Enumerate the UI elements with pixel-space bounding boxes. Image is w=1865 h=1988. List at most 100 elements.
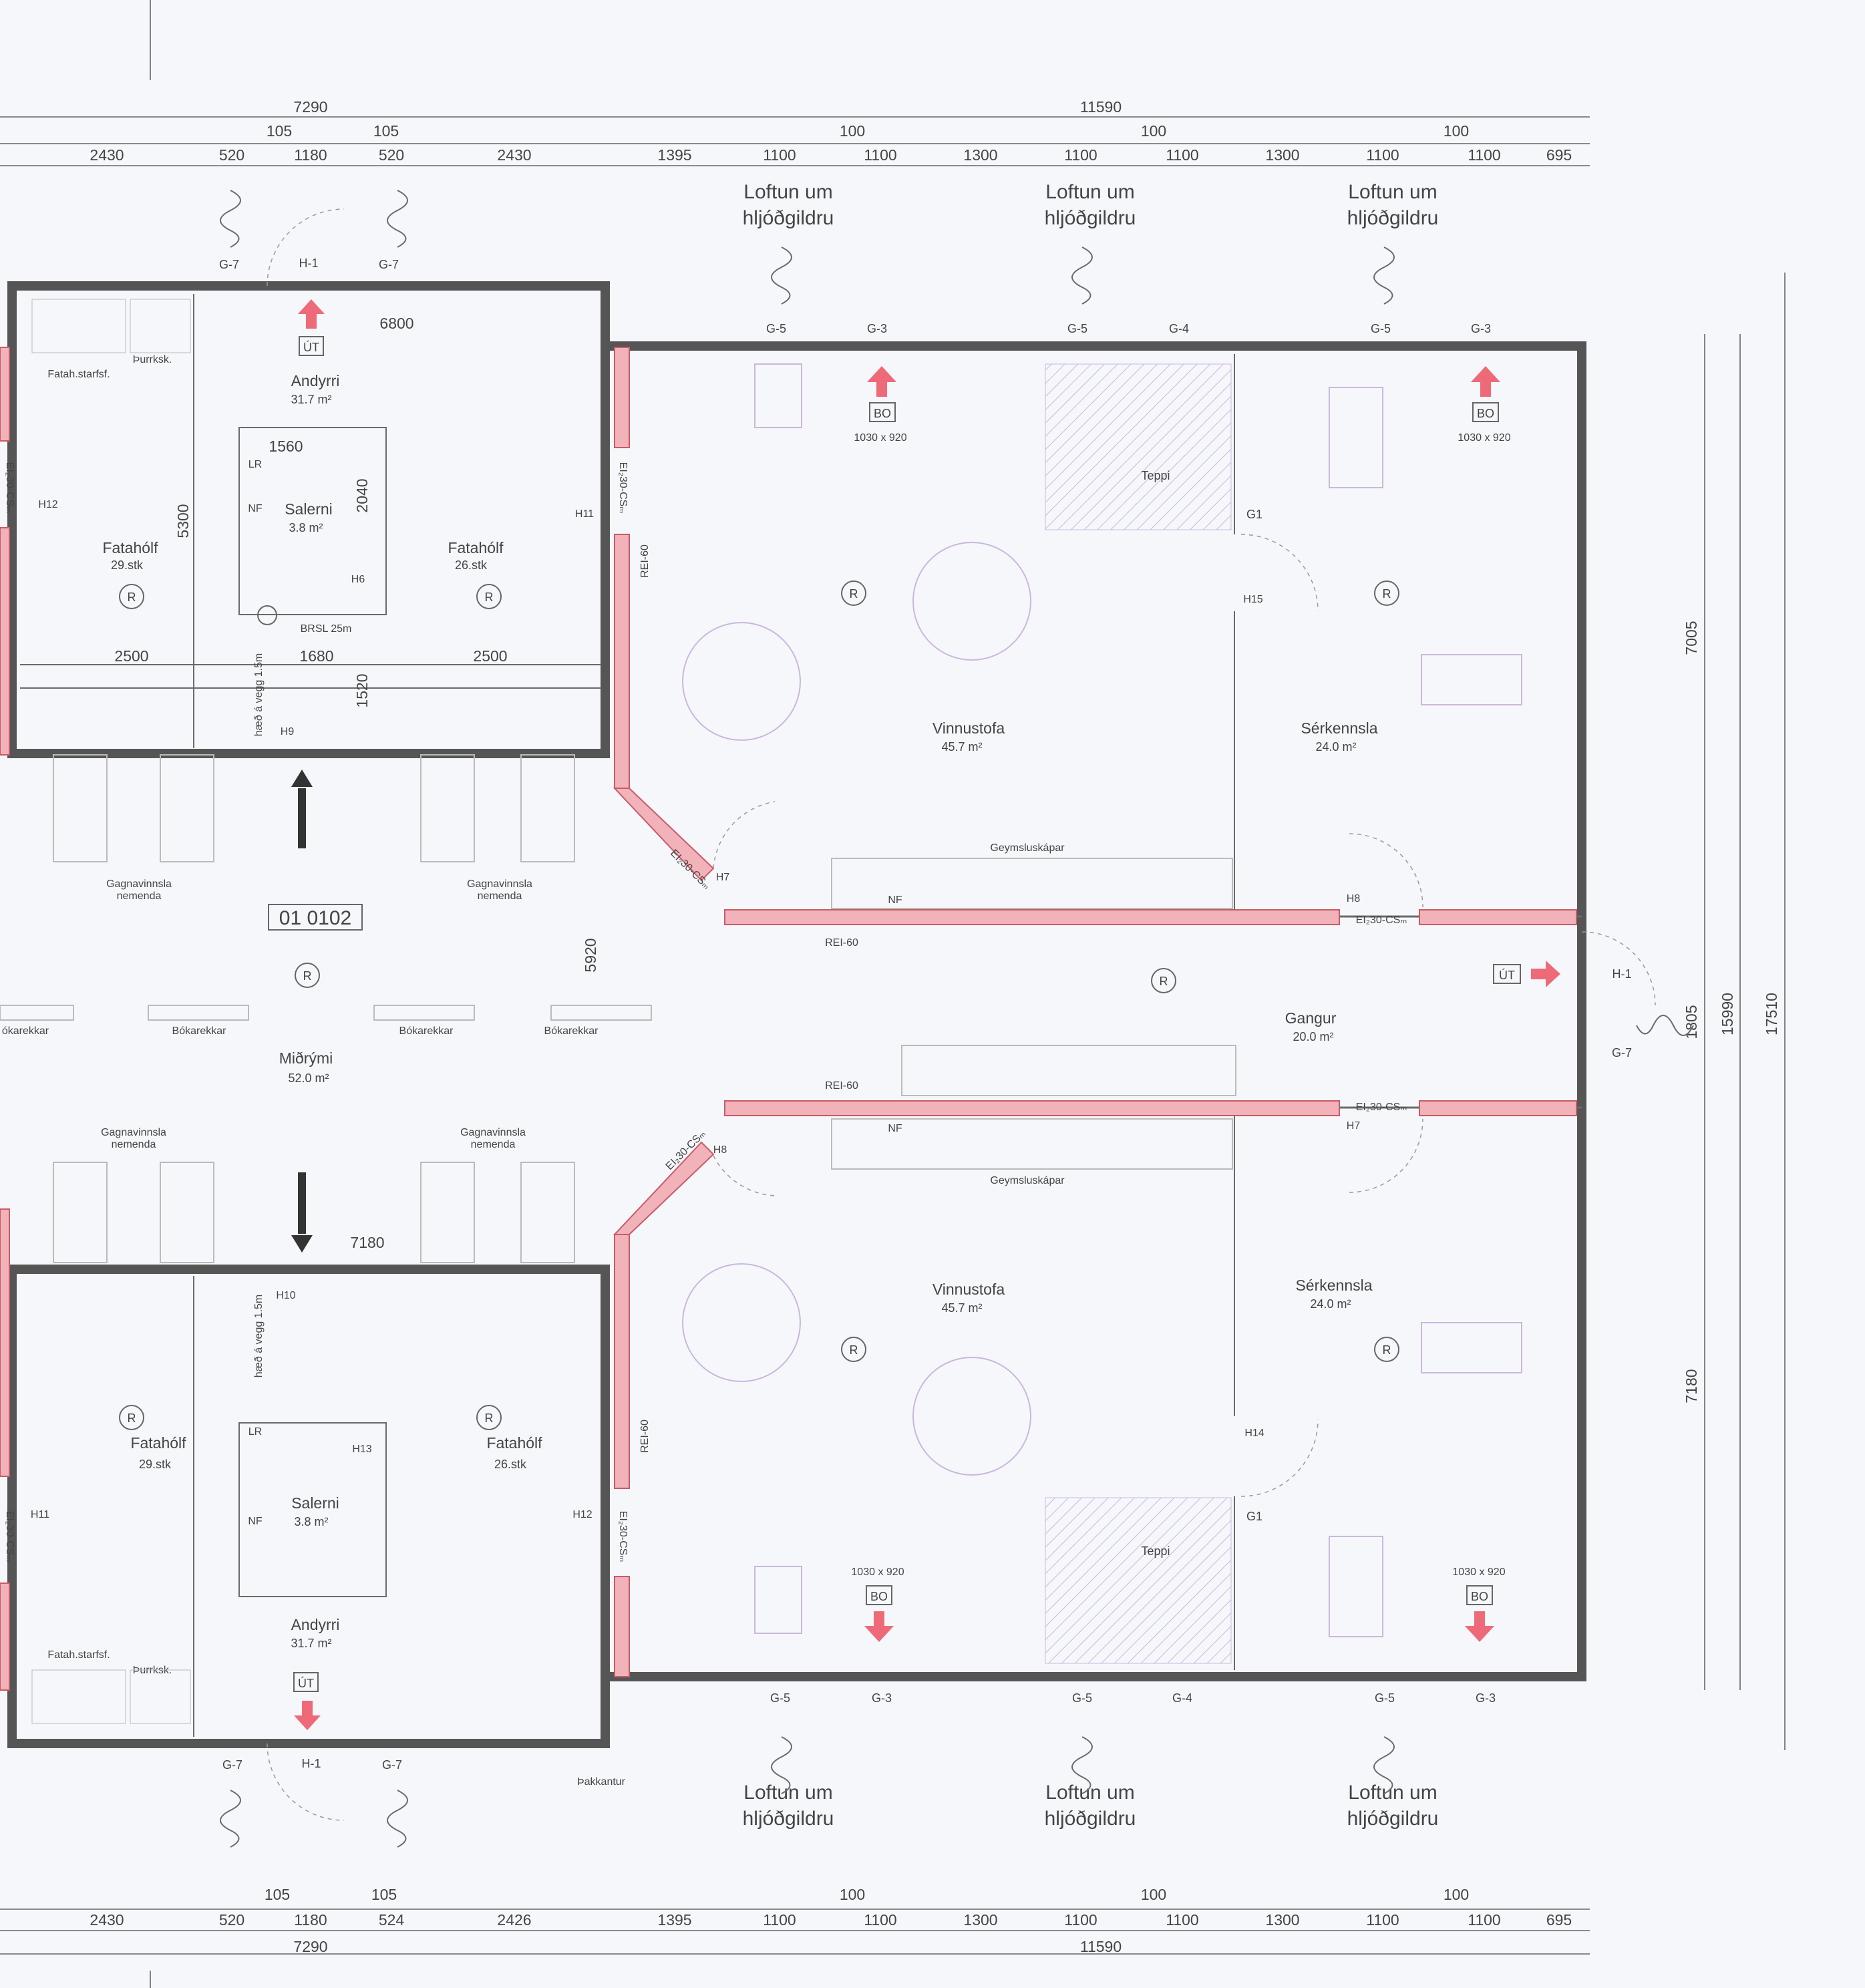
plan-label: G-5 bbox=[770, 1691, 790, 1705]
plan-label: G-7 bbox=[219, 258, 239, 271]
dim-seg: 1100 bbox=[864, 1911, 896, 1929]
dim-seg: 1300 bbox=[1265, 1911, 1299, 1929]
exit-label: ÚT bbox=[303, 340, 319, 354]
dim-right: 17510 bbox=[1763, 993, 1780, 1035]
plan-label: Geymsluskápar bbox=[990, 842, 1065, 854]
plan-label: 1560 bbox=[269, 438, 303, 455]
dim-seg: 1180 bbox=[294, 1911, 327, 1929]
doors bbox=[267, 208, 1656, 1821]
plan-label: LR bbox=[248, 1426, 262, 1438]
dim-seg: 1100 bbox=[1064, 146, 1097, 164]
plan-label: 2040 bbox=[353, 478, 371, 512]
plan-label: EI₂30-CSₘ bbox=[617, 462, 629, 514]
plan-label: 5300 bbox=[174, 504, 192, 538]
plan-label: G1 bbox=[1246, 508, 1262, 521]
fire-walls bbox=[0, 347, 1577, 1691]
room-name: Andyrri bbox=[291, 1616, 340, 1633]
dim-seg: 1100 bbox=[1366, 1911, 1399, 1929]
plan-label: 5920 bbox=[582, 938, 599, 972]
dim-seg: 1100 bbox=[1166, 1911, 1198, 1929]
dim-seg: 520 bbox=[219, 1911, 244, 1929]
dim-offset: 105 bbox=[373, 122, 399, 140]
plan-label: nemenda bbox=[112, 1139, 156, 1150]
plan-label: H12 bbox=[572, 1509, 592, 1520]
room-area: 3.8 m² bbox=[294, 1515, 328, 1528]
plan-label: NF bbox=[888, 1123, 902, 1134]
exit-label: ÚT bbox=[1499, 968, 1515, 982]
exit-arrow-right-icon bbox=[1531, 961, 1560, 987]
exit-arrow-down-icon bbox=[294, 1701, 321, 1730]
plan-label: R bbox=[850, 1343, 858, 1357]
room-count: 29.stk bbox=[111, 558, 144, 572]
room-name: Vinnustofa bbox=[932, 719, 1005, 737]
plan-label: REI-60 bbox=[825, 1080, 858, 1092]
r-symbol: R bbox=[1374, 1337, 1399, 1362]
bo-size: 1030 x 920 bbox=[1452, 1566, 1505, 1578]
plan-label: nemenda bbox=[478, 890, 522, 902]
room-count: 26.stk bbox=[494, 1458, 527, 1471]
dim-overall-right: 11590 bbox=[1080, 98, 1122, 116]
room-id-box bbox=[268, 904, 363, 931]
r-symbol: R bbox=[119, 584, 144, 609]
carpet-area-top bbox=[1045, 363, 1232, 530]
plan-label: BRSL 25m bbox=[301, 623, 352, 635]
dim-seg: 520 bbox=[379, 146, 404, 164]
plan-label: LR bbox=[248, 459, 262, 470]
dim-offset: 105 bbox=[265, 1886, 290, 1903]
plan-label: H-1 bbox=[1612, 967, 1631, 981]
plan-label: EI₂30-CSₘ bbox=[1356, 915, 1407, 926]
dim-seg: 524 bbox=[379, 1911, 405, 1929]
plan-label: Gagnavinnsla bbox=[101, 1127, 166, 1138]
plan-label: R bbox=[485, 591, 494, 604]
room-area: 3.8 m² bbox=[289, 521, 323, 534]
dim-offset: 100 bbox=[1444, 1886, 1469, 1903]
plan-label: G-5 bbox=[1067, 322, 1087, 335]
right-dimensions: 7005 1805 7180 15990 17510 bbox=[1683, 273, 1786, 1750]
ventilation-notes: Loftun um hljóðgildru Loftun um hljóðgil… bbox=[220, 181, 1694, 1848]
dim-seg: 1300 bbox=[1265, 146, 1299, 164]
dim-seg: 695 bbox=[1546, 146, 1572, 164]
plan-label: NF bbox=[248, 1516, 263, 1527]
dim-seg: 695 bbox=[1546, 1911, 1572, 1929]
r-symbol: R bbox=[295, 963, 320, 988]
room-name: Fatahólf bbox=[448, 539, 504, 556]
plan-label: 6800 bbox=[379, 315, 413, 332]
plan-label: REI-60 bbox=[639, 544, 651, 578]
bo-label: BO bbox=[1471, 1590, 1488, 1603]
plan-label: G-7 bbox=[222, 1758, 242, 1772]
dim-seg: 2426 bbox=[497, 1911, 531, 1929]
plan-label: R bbox=[850, 587, 858, 601]
dim-overall-left: 7290 bbox=[293, 98, 327, 116]
plan-label: G-3 bbox=[1476, 1691, 1496, 1705]
dim-seg: 1100 bbox=[1468, 1911, 1500, 1929]
plan-label: NF bbox=[248, 503, 263, 514]
plan-label: EI₂30-CSₘ bbox=[1356, 1102, 1407, 1113]
plan-label: H7 bbox=[1347, 1120, 1361, 1132]
dim-offset: 100 bbox=[1141, 122, 1166, 140]
plan-label: G1 bbox=[1246, 1510, 1262, 1523]
bo-arrow-up-icon bbox=[1471, 366, 1500, 397]
plan-label: H-1 bbox=[299, 257, 318, 270]
direction-arrows bbox=[291, 770, 313, 1253]
room-name: Sérkennsla bbox=[1301, 719, 1377, 737]
room-labels: Andyrri 31.7 m² Salerni 3.8 m² Fatahólf … bbox=[102, 372, 1377, 1650]
plan-label: nemenda bbox=[471, 1139, 516, 1150]
carpet-label: Teppi bbox=[1141, 469, 1170, 482]
dim-right: 7005 bbox=[1683, 621, 1700, 655]
outer-walls bbox=[7, 281, 1586, 1748]
r-symbol: R bbox=[476, 1405, 502, 1430]
plan-label: Geymsluskápar bbox=[990, 1175, 1065, 1186]
plan-label: G-5 bbox=[1375, 1691, 1395, 1705]
dim-seg: 1100 bbox=[763, 1911, 796, 1929]
plan-label: hæð á vegg 1.5m bbox=[253, 653, 265, 737]
room-area: 31.7 m² bbox=[291, 393, 331, 406]
plan-label: EI₂30-CSₘ bbox=[4, 462, 15, 514]
dim-right: 7180 bbox=[1683, 1369, 1700, 1403]
plan-label: H11 bbox=[575, 508, 594, 520]
vent-note: hljóðgildru bbox=[1347, 1808, 1439, 1830]
room-area: 52.0 m² bbox=[288, 1071, 329, 1085]
plan-label: R bbox=[303, 969, 312, 983]
plan-label: H7 bbox=[716, 872, 730, 883]
plan-label: R bbox=[1383, 587, 1391, 601]
